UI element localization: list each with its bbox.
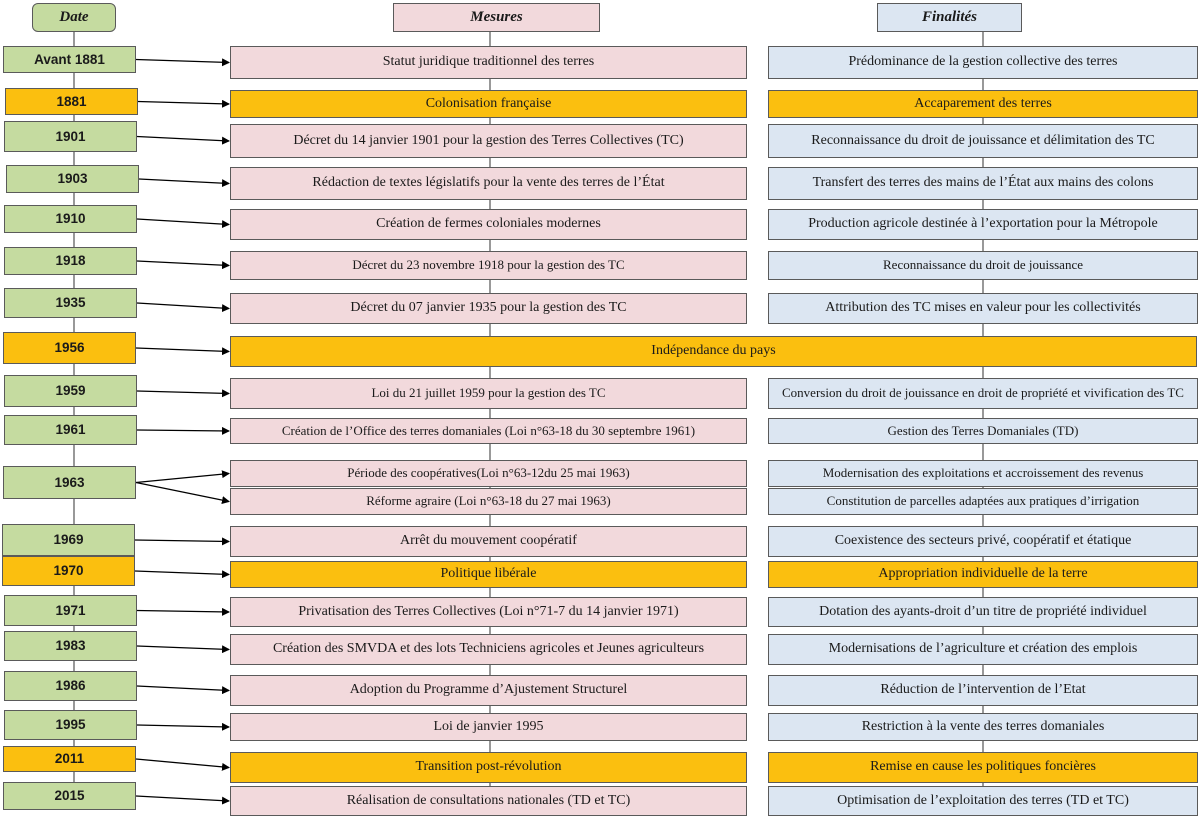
date-to-mesure-arrow — [136, 426, 230, 435]
date-box: 1959 — [4, 375, 137, 407]
mesure-box: Politique libérale — [230, 561, 747, 588]
date-box: 1970 — [2, 556, 135, 586]
finalite-box: Conversion du droit de jouissance en dro… — [768, 378, 1198, 409]
mesure-box: Réalisation de consultations nationales … — [230, 786, 747, 816]
finalite-box: Dotation des ayants-droit d’un titre de … — [768, 597, 1198, 627]
date-to-mesure-arrow — [136, 135, 230, 145]
mesure-box: Création des SMVDA et des lots Technicie… — [230, 634, 747, 665]
finalite-box: Coexistence des secteurs privé, coopérat… — [768, 526, 1198, 557]
header-date: Date — [32, 3, 116, 32]
date-box: 1881 — [5, 88, 138, 115]
date-to-mesure-arrow — [136, 218, 230, 229]
date-box: 2015 — [3, 782, 136, 810]
finalite-box: Appropriation individuelle de la terre — [768, 561, 1198, 588]
date-box: Avant 1881 — [3, 46, 136, 73]
date-box: 1986 — [4, 671, 137, 701]
date-box: 1983 — [4, 631, 137, 661]
finalite-box: Production agricole destinée à l’exporta… — [768, 209, 1198, 240]
date-box: 1956 — [3, 332, 136, 364]
mesure-box: Loi du 21 juillet 1959 pour la gestion d… — [230, 378, 747, 409]
mesure-box: Réforme agraire (Loi n°63-18 du 27 mai 1… — [230, 488, 747, 515]
mesure-box: Rédaction de textes législatifs pour la … — [230, 167, 747, 200]
finalite-box: Restriction à la vente des terres domani… — [768, 713, 1198, 741]
finalite-box: Attribution des TC mises en valeur pour … — [768, 293, 1198, 324]
mesure-box: Loi de janvier 1995 — [230, 713, 747, 741]
header-mesures: Mesures — [393, 3, 600, 32]
mesure-box: Création de l’Office des terres domanial… — [230, 418, 747, 444]
mesure-box: Transition post-révolution — [230, 752, 747, 783]
finalite-box: Reconnaissance du droit de jouissance et… — [768, 124, 1198, 158]
date-to-mesure-arrow — [135, 758, 230, 771]
finalite-box: Optimisation de l’exploitation des terre… — [768, 786, 1198, 816]
date-box: 1961 — [4, 415, 137, 445]
date-to-mesure-arrow — [136, 260, 230, 270]
date-box: 2011 — [3, 746, 136, 772]
mesure-box: Privatisation des Terres Collectives (Lo… — [230, 597, 747, 627]
finalite-box: Remise en cause les politiques foncières — [768, 752, 1198, 783]
date-to-mesure-arrow — [138, 178, 230, 188]
header-finalites: Finalités — [877, 3, 1022, 32]
mesure-box: Création de fermes coloniales modernes — [230, 209, 747, 240]
date-to-mesure-arrow — [135, 58, 230, 67]
date-to-mesure-arrow — [134, 537, 230, 546]
mesure-box: Période des coopératives(Loi n°63-12du 2… — [230, 460, 747, 487]
mesure-box: Décret du 07 janvier 1935 pour la gestio… — [230, 293, 747, 324]
date-to-mesure-arrow — [136, 607, 230, 616]
finalite-box: Modernisations de l’agriculture et créat… — [768, 634, 1198, 665]
finalite-box: Constitution de parcelles adaptées aux p… — [768, 488, 1198, 515]
mesure-box-wide: Indépendance du pays — [230, 336, 1197, 367]
date-to-mesure-arrow — [136, 645, 230, 654]
finalite-box: Prédominance de la gestion collective de… — [768, 46, 1198, 79]
date-to-mesure-arrow — [136, 302, 230, 313]
date-box: 1995 — [4, 710, 137, 740]
date-to-mesure-arrow — [136, 722, 230, 731]
mesure-box: Décret du 23 novembre 1918 pour la gesti… — [230, 251, 747, 280]
date-box: 1901 — [4, 121, 137, 152]
date-box: 1910 — [4, 205, 137, 233]
date-box: 1969 — [2, 524, 135, 556]
finalite-box: Transfert des terres des mains de l’État… — [768, 167, 1198, 200]
date-to-mesure-arrow — [136, 685, 230, 695]
finalite-box: Reconnaissance du droit de jouissance — [768, 251, 1198, 280]
finalite-box: Réduction de l’intervention de l’Etat — [768, 675, 1198, 706]
date-to-mesure-arrow — [134, 570, 230, 579]
date-to-mesure-arrow — [135, 470, 230, 484]
finalite-box: Modernisation des exploitations et accro… — [768, 460, 1198, 487]
date-box: 1971 — [4, 595, 137, 626]
date-to-mesure-arrow — [136, 389, 230, 398]
date-box: 1903 — [6, 165, 139, 193]
mesure-box: Adoption du Programme d’Ajustement Struc… — [230, 675, 747, 706]
date-to-mesure-arrow — [135, 347, 230, 356]
mesure-box: Statut juridique traditionnel des terres — [230, 46, 747, 79]
date-box: 1918 — [4, 247, 137, 275]
finalite-box: Accaparement des terres — [768, 90, 1198, 118]
mesure-box: Décret du 14 janvier 1901 pour la gestio… — [230, 124, 747, 158]
date-box: 1935 — [4, 288, 137, 318]
finalite-box: Gestion des Terres Domaniales (TD) — [768, 418, 1198, 444]
mesure-box: Colonisation française — [230, 90, 747, 118]
date-to-mesure-arrow — [135, 795, 230, 805]
date-to-mesure-arrow — [137, 99, 230, 108]
mesure-box: Arrêt du mouvement coopératif — [230, 526, 747, 557]
date-box: 1963 — [3, 466, 136, 499]
date-to-mesure-arrow — [135, 481, 230, 505]
